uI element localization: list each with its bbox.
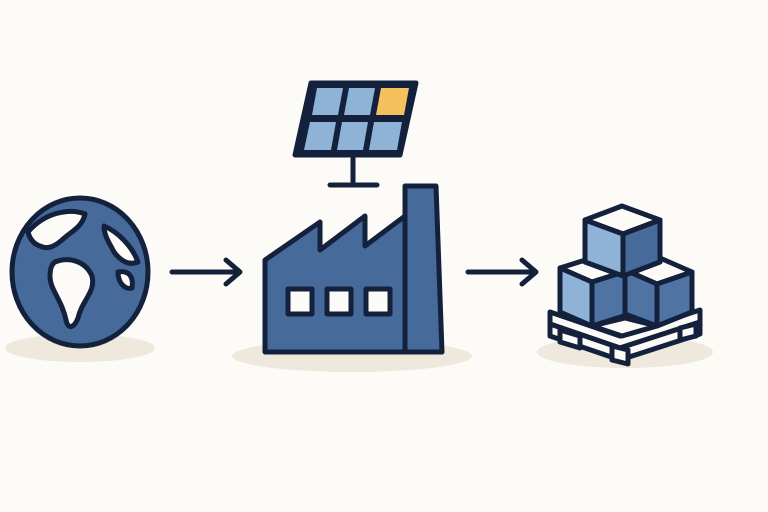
factory-window xyxy=(363,286,393,317)
factory-window xyxy=(324,286,354,317)
factory-window xyxy=(285,286,315,317)
arrow-right-icon xyxy=(169,257,243,287)
globe-icon xyxy=(9,195,151,349)
factory-icon xyxy=(262,183,445,355)
solar-panel-icon xyxy=(292,80,419,188)
boxes-on-pallet-icon xyxy=(547,203,703,367)
arrow-right-icon xyxy=(465,257,539,287)
